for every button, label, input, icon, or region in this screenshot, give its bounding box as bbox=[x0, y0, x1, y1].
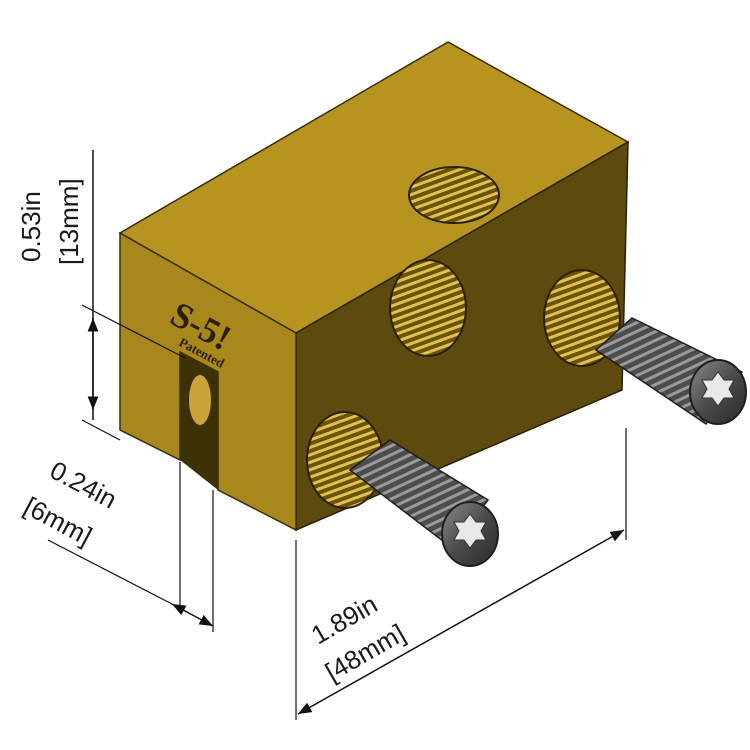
set-screw-upper bbox=[594, 317, 747, 426]
torx-drive-icon bbox=[701, 371, 735, 407]
slot-hole bbox=[189, 375, 211, 425]
height-imperial-label: 0.53in bbox=[16, 191, 46, 262]
top-threaded-hole bbox=[408, 166, 500, 224]
terminal-block: S-5! Patented bbox=[118, 41, 630, 532]
dimension-height: 0.53in [13mm] bbox=[16, 150, 186, 441]
front-threaded-hole-upper bbox=[389, 259, 467, 357]
front-threaded-hole-right bbox=[543, 269, 621, 367]
height-metric-label: [13mm] bbox=[54, 178, 84, 265]
dimension-slot: 0.24in [6mm] bbox=[19, 455, 214, 632]
